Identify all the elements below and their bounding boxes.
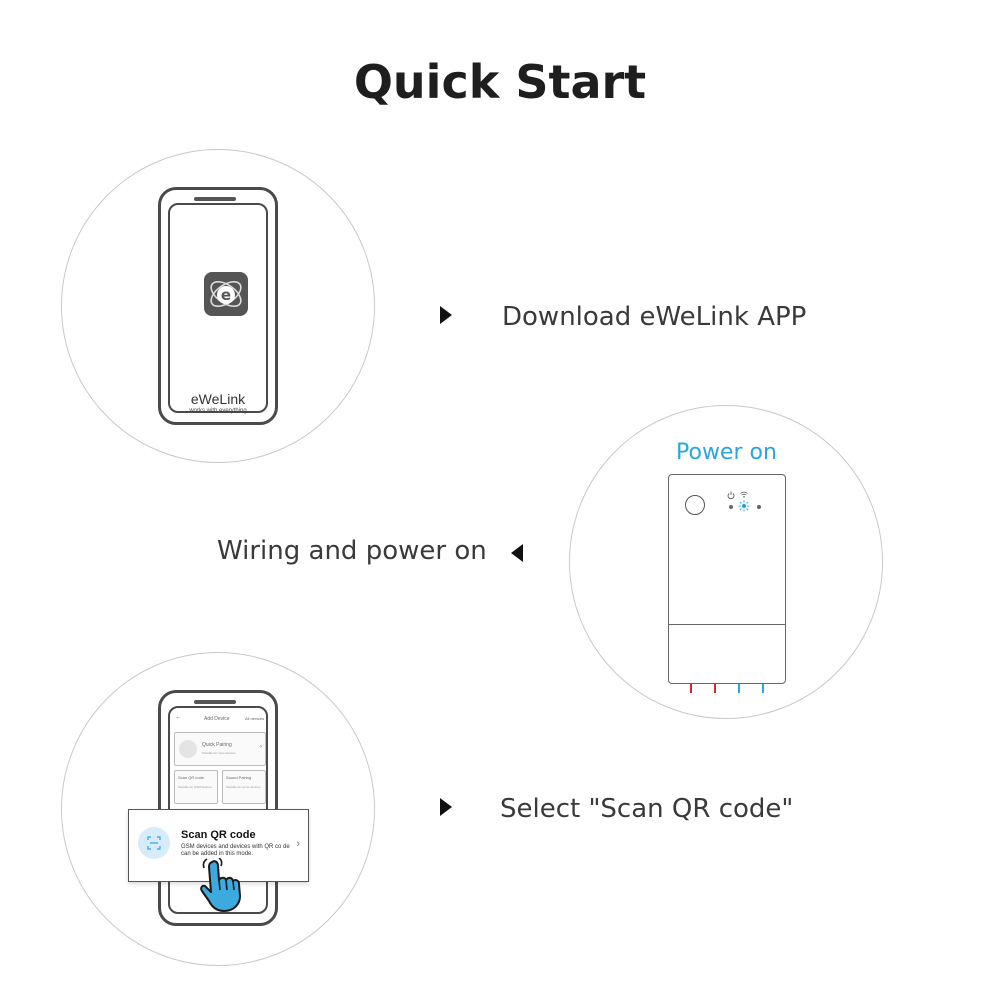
live-wire-pin: [690, 684, 692, 693]
phone-illustration: e eWeLink works with everything: [158, 187, 278, 425]
sound-pairing-desc: Suitable for some devices: [226, 785, 261, 789]
scan-qr-small-card: Scan QR code Suitable for GSM devices: [174, 770, 218, 804]
load-wire-pin: [762, 684, 764, 693]
add-device-header: Add Device: [204, 716, 230, 722]
phone-screen: e eWeLink works with everything: [168, 203, 268, 414]
step2-label: Wiring and power on: [217, 536, 487, 566]
page-title: Quick Start: [353, 55, 647, 109]
scan-qr-description: GSM devices and devices with QR co de ca…: [181, 844, 290, 857]
step1-label: Download eWeLink APP: [502, 302, 807, 332]
quick-pairing-card: Quick Pairing Suitable for most devices …: [174, 732, 266, 766]
phone-notch: [194, 700, 236, 704]
device-button: [685, 495, 705, 515]
qr-frame-icon: [147, 836, 161, 850]
step1-circle: [61, 149, 375, 463]
device-divider: [669, 624, 785, 625]
chevron-right-icon: ›: [296, 838, 300, 850]
ewelink-logo-icon: e: [204, 272, 248, 316]
chevron-right-icon: ›: [260, 744, 262, 750]
ewelink-logo-letter: e: [221, 286, 231, 304]
all-devices-link: All devices: [245, 716, 265, 721]
device-illustration: [668, 474, 786, 684]
wifi-led-icon: [738, 500, 750, 512]
step3-label: Select "Scan QR code": [500, 794, 794, 824]
step3-arrow-icon: [440, 798, 452, 816]
indicator-dot: [729, 505, 733, 509]
power-icon: [727, 491, 735, 499]
step1-arrow-icon: [440, 306, 452, 324]
power-on-label: Power on: [676, 440, 777, 465]
step3-circle: [61, 652, 375, 966]
scan-qr-small-desc: Suitable for GSM devices: [178, 785, 212, 789]
quick-pairing-label: Quick Pairing: [202, 742, 232, 748]
sound-pairing-card: Sound Pairing Suitable for some devices: [222, 770, 266, 804]
quick-pairing-icon: [179, 740, 197, 758]
live-wire-pin: [714, 684, 716, 693]
pointing-hand-icon: [200, 858, 241, 912]
load-wire-pin: [738, 684, 740, 693]
app-tagline: works with everything: [189, 408, 247, 414]
indicator-dot: [757, 505, 761, 509]
wifi-icon: [740, 491, 748, 498]
sound-pairing-label: Sound Pairing: [226, 775, 252, 780]
scan-qr-title: Scan QR code: [181, 829, 256, 841]
scan-qr-icon: [138, 827, 170, 859]
phone-notch: [194, 197, 236, 201]
app-name-label: eWeLink: [190, 391, 246, 407]
scan-qr-small-label: Scan QR code: [178, 775, 205, 780]
quick-pairing-desc: Suitable for most devices: [202, 751, 236, 755]
back-arrow-icon: ←: [175, 714, 182, 721]
step2-circle: [569, 405, 883, 719]
step2-arrow-icon: [511, 544, 523, 562]
